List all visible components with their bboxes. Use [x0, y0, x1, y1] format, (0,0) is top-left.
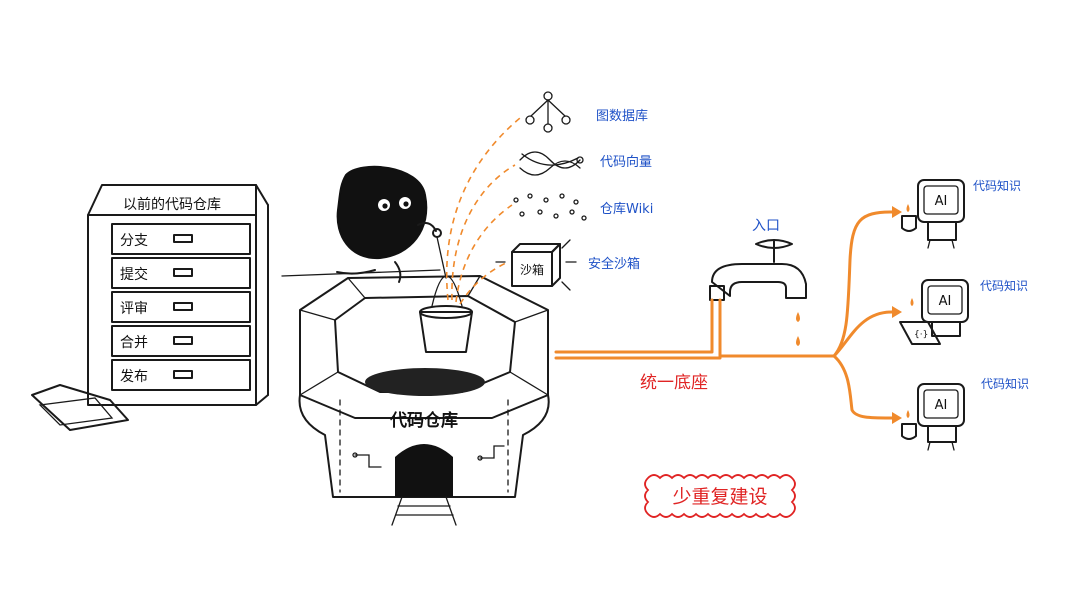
- agent-label: 代码知识: [981, 377, 1029, 391]
- creature-body: [336, 165, 428, 260]
- well-label: 代码仓库: [389, 410, 458, 431]
- drawer-4: 合并: [111, 325, 251, 357]
- sandbox-label: 安全沙箱: [588, 256, 640, 272]
- code-repo-well: 代码仓库: [298, 275, 550, 526]
- drawer-label: 提交: [120, 266, 148, 283]
- code-vector-icon: [519, 151, 584, 176]
- faucet-label: 入口: [752, 218, 780, 234]
- drawer-3: 评审: [111, 291, 251, 323]
- ai-screen-text: AI: [935, 194, 948, 209]
- repo-wiki-icon: [513, 193, 587, 221]
- pipe-label: 统一底座: [640, 373, 708, 393]
- scattered-papers: [31, 384, 129, 431]
- cabinet-body: [87, 214, 257, 406]
- stamp-label: 少重复建设: [672, 486, 767, 508]
- drawer-2: 提交: [111, 257, 251, 289]
- ai-agent-3: AI 代码知识: [901, 377, 1029, 451]
- orange-pipes: [554, 206, 902, 424]
- well-tunnel: [395, 444, 453, 497]
- ai-screen-text: AI: [939, 294, 952, 309]
- well-hole: [365, 368, 485, 396]
- drawer-label: 评审: [120, 301, 148, 317]
- drawer-label: 发布: [120, 369, 148, 385]
- drawer-1: 分支: [111, 223, 251, 255]
- agent-label: 代码知识: [980, 279, 1028, 293]
- code-vector-label: 代码向量: [600, 154, 652, 170]
- agent-label: 代码知识: [973, 179, 1021, 193]
- old-repo-title: 以前的代码仓库: [123, 196, 221, 213]
- drawer-label: 分支: [120, 233, 148, 249]
- old-repo-cabinet: 以前的代码仓库 分支 提交 评审 合并 发布: [31, 184, 269, 431]
- black-creature: [336, 165, 447, 283]
- ai-agent-1: AI 代码知识: [901, 179, 1021, 249]
- faucet-icon: [709, 239, 807, 301]
- capability-flows: [445, 117, 521, 305]
- water-drops: [796, 312, 800, 346]
- graph-db-label: 图数据库: [596, 108, 648, 124]
- ai-screen-text: AI: [935, 398, 948, 413]
- ai-agent-2: AI {·} 代码知识: [899, 279, 1028, 345]
- sandbox-icon: [495, 239, 577, 291]
- repo-wiki-label: 仓库Wiki: [600, 201, 653, 217]
- sandbox-box-label: 沙箱: [520, 262, 544, 277]
- stamp: 少重复建设: [644, 474, 796, 518]
- drawer-5: 发布: [111, 359, 251, 391]
- drawer-label: 合并: [120, 335, 148, 351]
- bucket: [419, 275, 473, 353]
- graph-db-icon: [525, 91, 571, 133]
- laptop-code-icon: {·}: [914, 330, 928, 340]
